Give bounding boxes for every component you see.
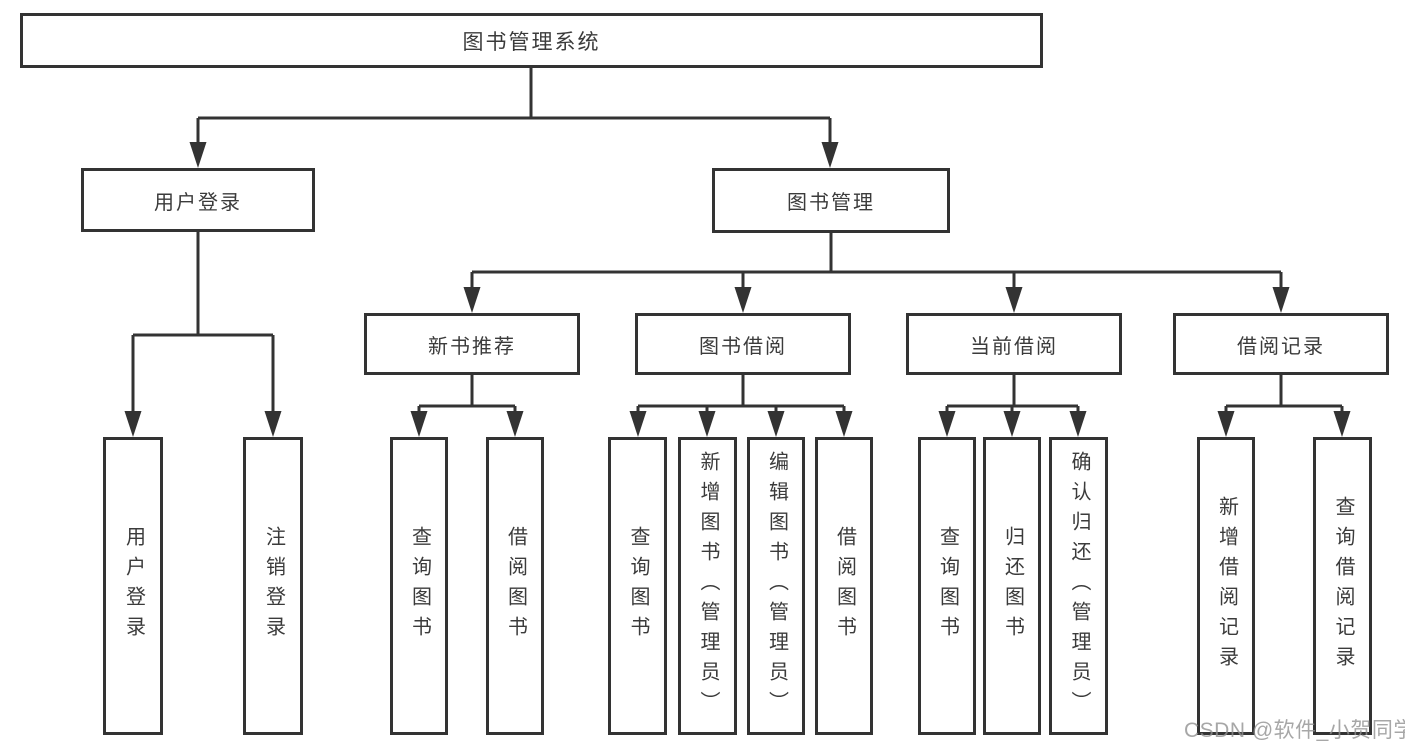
node-label: 借阅图书 xyxy=(833,526,856,646)
node-book-borrowing: 图书借阅 xyxy=(635,313,851,375)
node-label: 当前借阅 xyxy=(970,335,1058,358)
node-label: 图书管理 xyxy=(787,192,875,214)
arrowhead-icon xyxy=(938,411,956,437)
node-label: 图书借阅 xyxy=(699,335,787,358)
node-label: 确认归还（管理员） xyxy=(1068,451,1090,721)
arrowhead-icon xyxy=(463,287,481,313)
node-label: 编辑图书（管理员） xyxy=(765,451,788,721)
arrowhead-icon xyxy=(1003,411,1021,437)
node-new-book-recommendation: 新书推荐 xyxy=(364,313,580,375)
node-borrowing-records: 借阅记录 xyxy=(1173,313,1389,375)
arrowhead-icon xyxy=(1217,411,1235,437)
leaf-add-books-admin: 新增图书（管理员） xyxy=(678,437,737,735)
arrowhead-icon xyxy=(124,411,142,437)
arrowhead-icon xyxy=(767,411,785,437)
leaf-confirm-return-admin: 确认归还（管理员） xyxy=(1049,437,1108,735)
arrowhead-icon xyxy=(629,411,647,437)
csdn-watermark: CSDN @软件_小贺同学 xyxy=(1184,719,1405,742)
arrowhead-icon xyxy=(734,287,752,313)
node-label: 新增图书（管理员） xyxy=(697,451,719,721)
connector-current-to-leaves xyxy=(938,375,1087,437)
node-label: 查询图书 xyxy=(936,526,959,646)
arrowhead-icon xyxy=(189,142,207,168)
leaf-current-query-books: 查询图书 xyxy=(918,437,976,735)
leaf-logout: 注销登录 xyxy=(243,437,303,735)
connector-root-to-level2 xyxy=(189,68,839,168)
arrowhead-icon xyxy=(264,411,282,437)
arrowhead-icon xyxy=(835,411,853,437)
arrowhead-icon xyxy=(506,411,524,437)
leaf-borrowing-borrow-books: 借阅图书 xyxy=(815,437,873,735)
leaf-return-books: 归还图书 xyxy=(983,437,1041,735)
leaf-newbook-borrow-books: 借阅图书 xyxy=(486,437,544,735)
connector-userlogin-to-leaves xyxy=(124,232,282,437)
arrowhead-icon xyxy=(1333,411,1351,437)
leaf-borrowing-query-books: 查询图书 xyxy=(608,437,667,735)
connector-borrowing-to-leaves xyxy=(629,375,853,437)
node-library-management-system: 图书管理系统 xyxy=(20,13,1043,68)
node-label: 新增借阅记录 xyxy=(1215,496,1238,676)
arrowhead-icon xyxy=(1069,411,1087,437)
arrowhead-icon xyxy=(1005,287,1023,313)
node-label: 图书管理系统 xyxy=(462,30,601,54)
node-label: 查询借阅记录 xyxy=(1332,496,1354,676)
arrowhead-icon xyxy=(821,142,839,168)
node-label: 用户登录 xyxy=(122,526,145,646)
leaf-add-borrow-record: 新增借阅记录 xyxy=(1197,437,1255,735)
leaf-user-login: 用户登录 xyxy=(103,437,163,735)
node-label: 注销登录 xyxy=(262,526,285,646)
node-label: 新书推荐 xyxy=(428,335,516,358)
arrowhead-icon xyxy=(410,411,428,437)
leaf-edit-books-admin: 编辑图书（管理员） xyxy=(747,437,805,735)
connector-newbook-to-leaves xyxy=(410,375,524,437)
node-label: 借阅图书 xyxy=(504,526,527,646)
node-label: 用户登录 xyxy=(154,191,242,214)
node-user-login: 用户登录 xyxy=(81,168,315,232)
arrowhead-icon xyxy=(698,411,716,437)
connector-records-to-leaves xyxy=(1217,375,1351,437)
node-label: 查询图书 xyxy=(627,526,649,646)
arrowhead-icon xyxy=(1272,287,1290,313)
connector-bookmgmt-to-level3 xyxy=(463,233,1290,313)
node-label: 归还图书 xyxy=(1001,526,1024,646)
leaf-newbook-query-books: 查询图书 xyxy=(390,437,448,735)
node-current-borrowing: 当前借阅 xyxy=(906,313,1122,375)
leaf-query-borrow-record: 查询借阅记录 xyxy=(1313,437,1372,735)
node-book-management: 图书管理 xyxy=(712,168,950,233)
node-label: 查询图书 xyxy=(408,526,431,646)
node-label: 借阅记录 xyxy=(1237,335,1325,358)
